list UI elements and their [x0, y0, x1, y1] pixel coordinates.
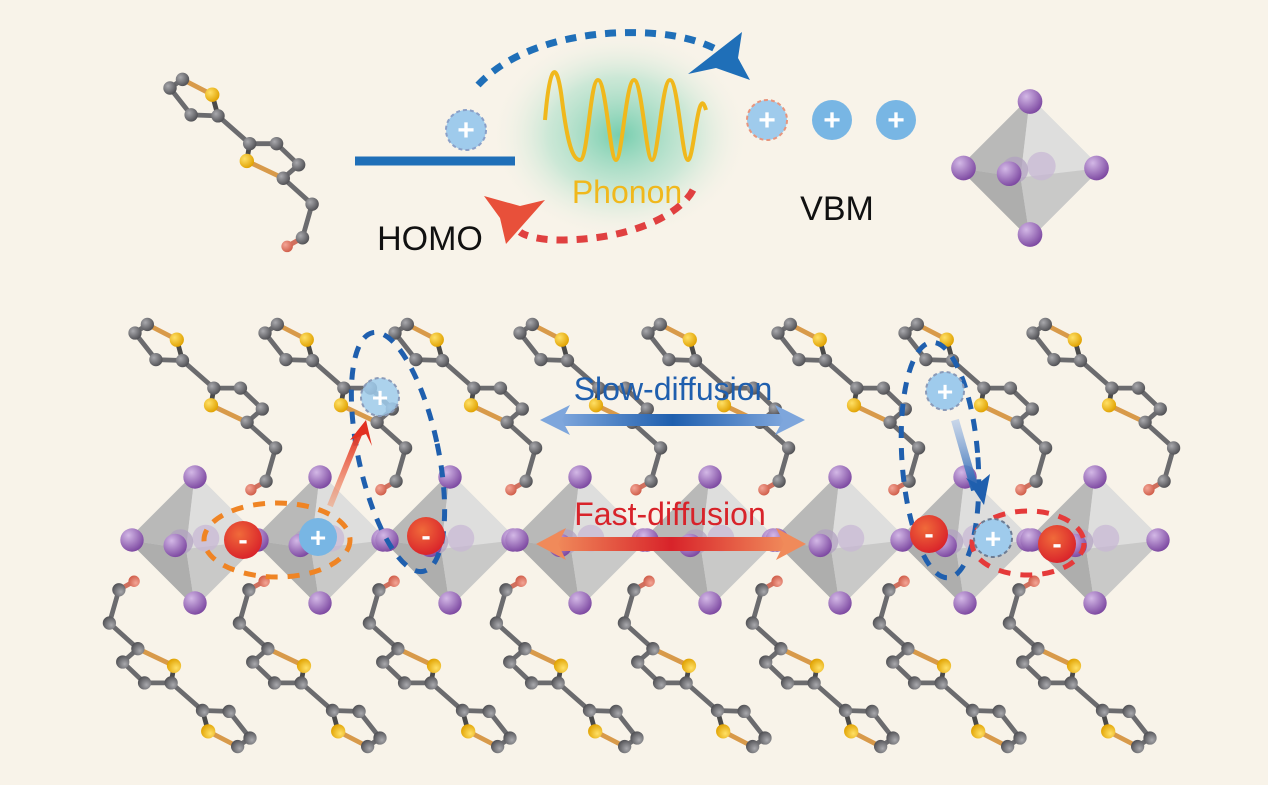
phonon-glow: [490, 30, 750, 240]
svg-text:+: +: [310, 522, 326, 553]
lower-transfer-arrow: [517, 188, 697, 244]
hole-transfer-arrow-icon: [350, 420, 372, 446]
hole: +: [299, 518, 337, 556]
bithiophene-molecule: [490, 576, 644, 754]
svg-text:+: +: [985, 523, 1001, 554]
hole-return-arrow-icon: [966, 474, 990, 505]
svg-text:+: +: [887, 104, 905, 137]
exciton-ring-red: [969, 508, 1087, 578]
svg-text:-: -: [421, 520, 430, 551]
bithiophene-molecule: [618, 576, 772, 754]
vbm-hole-transferred: +: [746, 99, 788, 141]
bithiophene-molecule: [1003, 576, 1157, 754]
svg-text:+: +: [372, 382, 388, 413]
upper-transfer-arrow: [475, 29, 733, 88]
homo-label: HOMO: [377, 220, 483, 258]
svg-text:+: +: [758, 104, 776, 137]
electron: -: [224, 521, 262, 559]
phonon-wave: [543, 70, 708, 163]
bithiophene-molecule: [128, 318, 282, 496]
bithiophene-molecule: [163, 73, 319, 253]
bithiophene-molecule: [873, 576, 1027, 754]
fast-diffusion-arrow: [536, 528, 806, 560]
top-panel: + + + + Phonon HOMO VBM: [163, 29, 1109, 258]
electron: -: [1038, 525, 1076, 563]
transferred-hole: +: [360, 377, 400, 417]
pbi6-octahedron: [951, 89, 1109, 247]
vbm-hole: +: [876, 100, 916, 140]
fast-diffusion-label: Fast-diffusion: [574, 496, 766, 532]
bithiophene-molecule: [388, 318, 542, 496]
charges: - + + - + - + -: [224, 371, 1076, 563]
vbm-label: VBM: [800, 190, 874, 228]
svg-text:-: -: [924, 518, 933, 549]
svg-text:+: +: [823, 104, 841, 137]
lower-arrowhead-icon: [484, 196, 545, 244]
electron: -: [910, 515, 948, 553]
annotations: Slow-diffusion Fast-diffusion: [201, 329, 1087, 581]
svg-text:-: -: [1052, 528, 1061, 559]
vbm-hole: +: [812, 100, 852, 140]
exciton-ring-orange: [201, 500, 353, 580]
upper-arrowhead-icon: [688, 32, 750, 80]
bithiophene-molecule: [746, 576, 900, 754]
slow-diffusion-label: Slow-diffusion: [574, 371, 773, 407]
phonon-label: Phonon: [572, 174, 682, 210]
charge-transfer-ring-blue: [898, 339, 982, 581]
svg-text:-: -: [238, 524, 247, 555]
transferred-hole: +: [925, 371, 965, 411]
hole: +: [973, 518, 1013, 558]
svg-text:+: +: [937, 376, 953, 407]
electron: -: [407, 517, 445, 555]
charge-transfer-ring-blue: [348, 329, 448, 575]
bithiophene-molecule: [103, 576, 257, 754]
slow-diffusion-arrow: [540, 405, 805, 435]
homo-hole: +: [445, 109, 487, 151]
svg-text:+: +: [457, 114, 475, 147]
